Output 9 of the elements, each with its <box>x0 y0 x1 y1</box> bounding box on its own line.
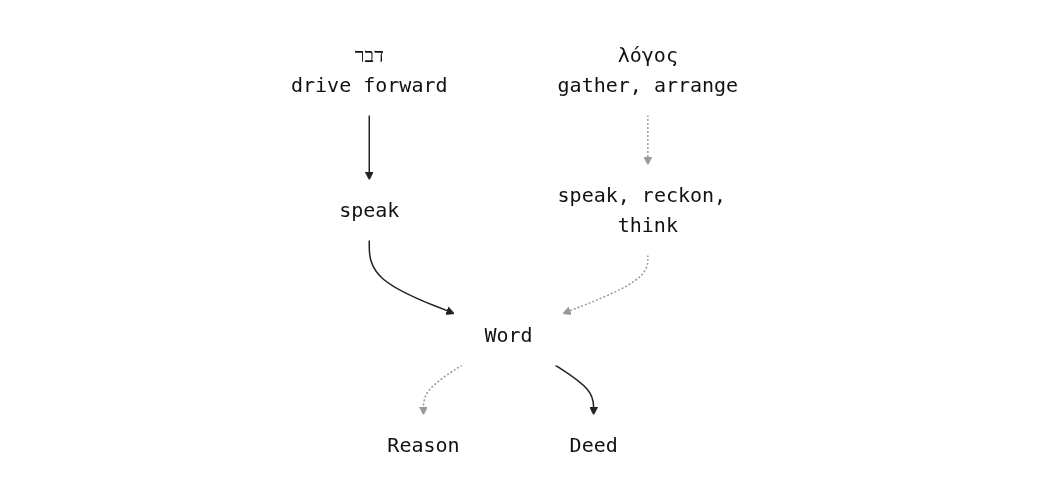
node-text: Deed <box>569 433 618 457</box>
node-text: Word <box>484 323 533 347</box>
node-text: λόγος gather, arrange <box>557 43 738 97</box>
node-text: Reason <box>386 433 460 457</box>
node-text: speak, reckon, think <box>557 183 726 237</box>
arrow <box>368 239 455 315</box>
node-text: speak <box>338 198 399 222</box>
arrow <box>553 364 598 416</box>
arrow <box>364 114 374 181</box>
